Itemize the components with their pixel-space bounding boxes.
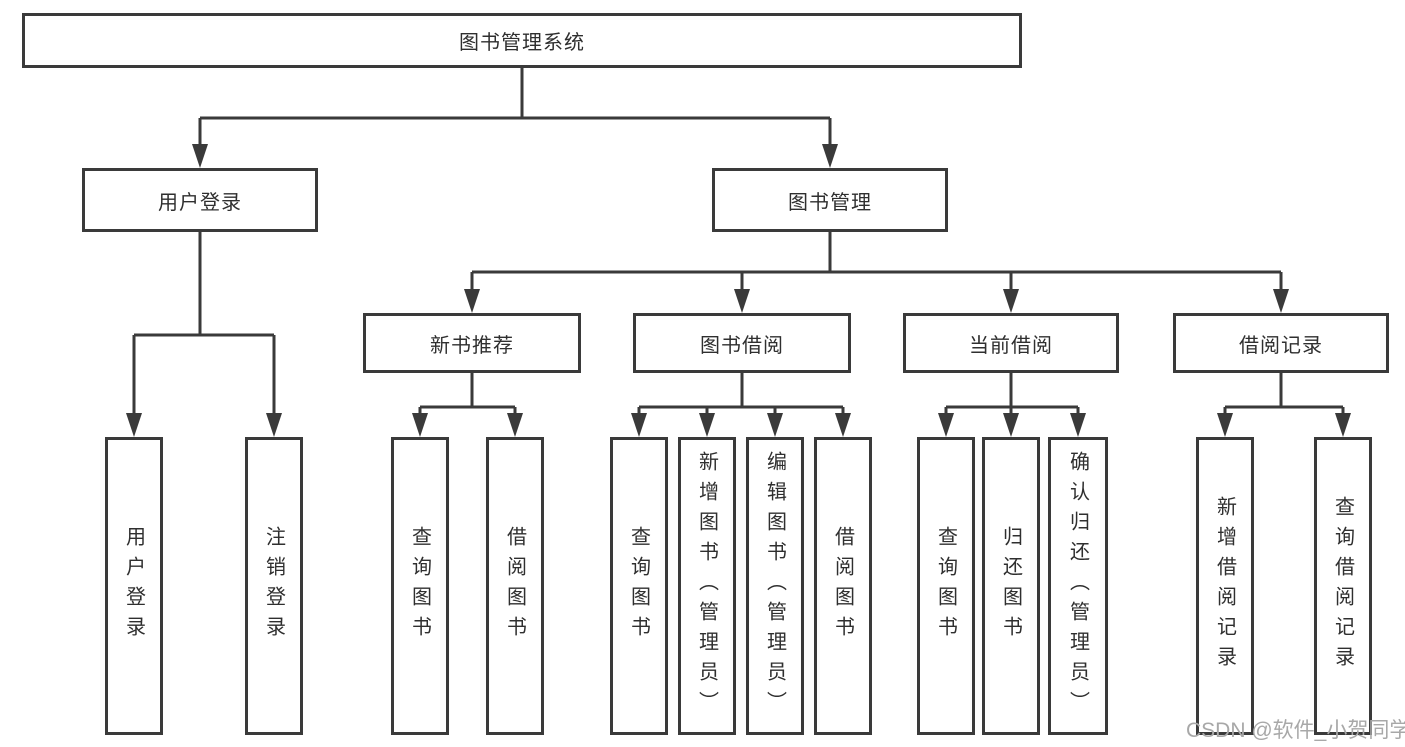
node-label: 当前借阅 xyxy=(969,334,1053,357)
leaf-logout: 注销登录 xyxy=(245,437,303,735)
leaf-confirm-return-admin: 确认归还（管理员） xyxy=(1048,437,1108,735)
leaf-add-book-admin: 新增图书（管理员） xyxy=(678,437,736,735)
leaf-user-login: 用户登录 xyxy=(105,437,163,735)
node-label: 编辑图书（管理员） xyxy=(763,451,786,721)
node-label: 用户登录 xyxy=(122,526,145,646)
leaf-query-borrow-record: 查询借阅记录 xyxy=(1314,437,1372,735)
node-label: 新增借阅记录 xyxy=(1213,496,1236,676)
leaf-add-borrow-record: 新增借阅记录 xyxy=(1196,437,1254,735)
node-label: 图书管理系统 xyxy=(459,32,585,54)
node-library-management-system: 图书管理系统 xyxy=(22,13,1022,68)
leaf-edit-book-admin: 编辑图书（管理员） xyxy=(746,437,804,735)
node-label: 新增图书（管理员） xyxy=(695,451,718,721)
node-label: 借阅记录 xyxy=(1239,334,1323,357)
node-label: 归还图书 xyxy=(999,526,1022,646)
leaf-borrow-books-recommend: 借阅图书 xyxy=(486,437,544,735)
arrowheads xyxy=(126,144,1351,437)
node-label: 查询图书 xyxy=(408,526,431,646)
node-label: 查询图书 xyxy=(627,526,650,646)
node-current-borrowing: 当前借阅 xyxy=(903,313,1119,373)
node-label: 查询借阅记录 xyxy=(1331,496,1354,676)
leaf-query-books-recommend: 查询图书 xyxy=(391,437,449,735)
node-book-borrowing: 图书借阅 xyxy=(633,313,851,373)
node-label: 用户登录 xyxy=(158,191,242,214)
leaf-return-books: 归还图书 xyxy=(982,437,1040,735)
node-label: 图书管理 xyxy=(788,191,872,214)
node-label: 注销登录 xyxy=(262,526,285,646)
leaf-borrow-books-borrowing: 借阅图书 xyxy=(814,437,872,735)
node-label: 借阅图书 xyxy=(503,526,526,646)
leaf-query-books-current: 查询图书 xyxy=(917,437,975,735)
node-label: 新书推荐 xyxy=(430,334,514,357)
node-label: 查询图书 xyxy=(934,526,957,646)
node-label: 图书借阅 xyxy=(700,334,784,357)
node-label: 借阅图书 xyxy=(831,526,854,646)
node-borrow-records: 借阅记录 xyxy=(1173,313,1389,373)
node-label: 确认归还（管理员） xyxy=(1066,451,1089,721)
node-user-login: 用户登录 xyxy=(82,168,318,232)
watermark: CSDN @软件_小贺同学 xyxy=(1186,719,1405,742)
leaf-query-books-borrowing: 查询图书 xyxy=(610,437,668,735)
node-book-management: 图书管理 xyxy=(712,168,948,232)
node-new-book-recommend: 新书推荐 xyxy=(363,313,581,373)
